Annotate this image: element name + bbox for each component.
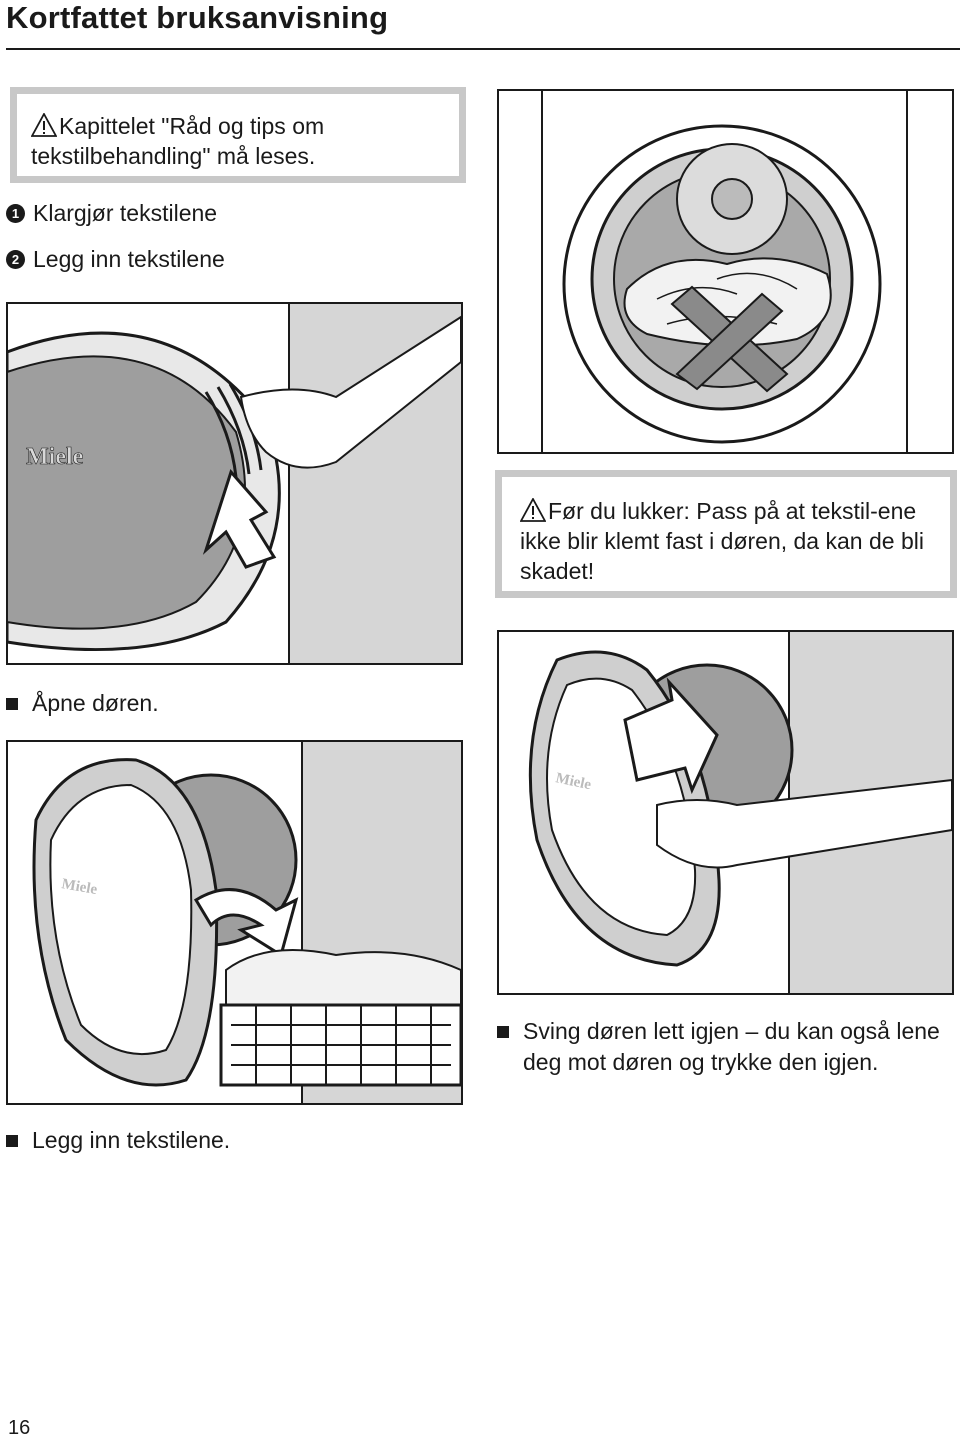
step-1: 1 Klargjør tekstilene xyxy=(6,200,217,227)
close-door-illustration: Miele xyxy=(6,302,463,665)
step-2: 2 Legg inn tekstilene xyxy=(6,246,225,273)
svg-text:Miele: Miele xyxy=(60,876,98,898)
page-number: 16 xyxy=(8,1417,31,1439)
warning-door-text: Før du lukker: Pass på at tekstil-ene ik… xyxy=(520,498,924,584)
page-title: Kortfattet bruksanvisning xyxy=(6,0,389,35)
warning-box-door: Før du lukker: Pass på at tekstil-ene ik… xyxy=(495,470,957,598)
bullet-square-icon xyxy=(497,1026,509,1038)
warning-triangle-icon xyxy=(520,498,546,522)
brand-logo: Miele xyxy=(26,444,84,470)
step-number-2: 2 xyxy=(6,250,25,269)
bullet-open-text: Åpne døren. xyxy=(32,690,159,716)
bullet-square-icon xyxy=(6,698,18,710)
warning-chapter-text: Kapittelet "Råd og tips om tekstilbehand… xyxy=(31,113,325,169)
step-2-label: Legg inn tekstilene xyxy=(33,246,225,272)
bullet-close-text: Sving døren lett igjen – du kan også len… xyxy=(523,1018,940,1075)
svg-text:Miele: Miele xyxy=(554,770,593,793)
warning-box-chapter: Kapittelet "Råd og tips om tekstilbehand… xyxy=(10,87,466,183)
bullet-open-door: Åpne døren. xyxy=(6,688,159,719)
drum-laundry-illustration xyxy=(497,89,954,454)
bullet-close-door: Sving døren lett igjen – du kan også len… xyxy=(497,1016,952,1078)
bullet-square-icon xyxy=(6,1135,18,1147)
step-1-label: Klargjør tekstilene xyxy=(33,200,218,226)
step-number-1: 1 xyxy=(6,204,25,223)
push-door-illustration: Miele xyxy=(497,630,954,995)
load-laundry-illustration: Miele xyxy=(6,740,463,1105)
bullet-load-text: Legg inn tekstilene. xyxy=(32,1127,231,1153)
title-rule xyxy=(6,48,960,50)
warning-triangle-icon xyxy=(31,113,57,137)
bullet-load: Legg inn tekstilene. xyxy=(6,1125,230,1156)
